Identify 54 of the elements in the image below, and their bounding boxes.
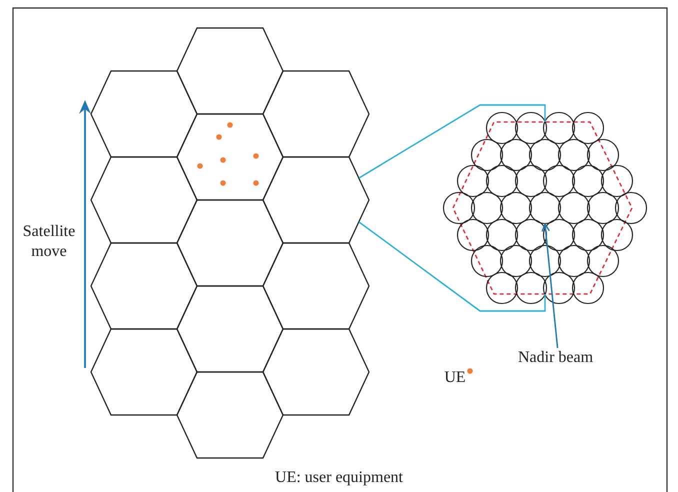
- beam-circle: [486, 165, 518, 198]
- beam-circle: [500, 192, 532, 224]
- hex-cell: [91, 71, 197, 157]
- beam-circle: [457, 165, 489, 198]
- beam-circle: [558, 192, 590, 224]
- hex-cell: [91, 243, 197, 329]
- caption: UE: user equipment: [274, 468, 404, 488]
- beam-circle: [471, 138, 504, 171]
- beam-circle: [514, 165, 547, 198]
- beam-circle: [543, 218, 576, 251]
- beam-circle: [471, 245, 504, 278]
- beam-circle: [572, 218, 604, 251]
- hex-cell: [263, 71, 369, 157]
- beam-circle: [529, 138, 561, 171]
- beam-circle: [601, 165, 633, 198]
- beam-circle: [514, 218, 547, 251]
- beam-circle: [486, 218, 518, 251]
- beam-circle: [558, 245, 590, 278]
- beam-circle: [529, 192, 561, 224]
- nadir-beam-label: Nadir beam: [518, 348, 594, 368]
- hex-cell: [263, 243, 369, 329]
- beam-circle: [486, 272, 518, 304]
- beam-circle: [615, 192, 648, 224]
- beam-circle: [586, 138, 619, 171]
- direction-label: Satellite move: [22, 222, 76, 262]
- beam-circle: [601, 218, 633, 251]
- beam-circle: [572, 112, 604, 144]
- beam-circle: [514, 272, 547, 304]
- beam-circle: [543, 272, 576, 304]
- beam-cluster-hexagon: [440, 110, 650, 306]
- beam-circle: [586, 192, 619, 224]
- zoom-line: [358, 104, 546, 179]
- beam-circle: [457, 218, 489, 251]
- ue-label: UE: [443, 368, 467, 388]
- hex-cell: [91, 329, 197, 415]
- leader-arrow: [541, 223, 558, 348]
- zoom-line: [358, 221, 546, 312]
- beam-circle: [442, 192, 475, 224]
- hex-cell: [91, 157, 197, 243]
- beam-circle: [514, 112, 547, 144]
- beam-circle: [586, 245, 619, 278]
- beam-circle: [529, 245, 561, 278]
- hex-cell: [177, 372, 283, 458]
- beam-circle: [558, 138, 590, 171]
- beam-circle: [543, 112, 576, 144]
- beam-circle: [471, 192, 504, 224]
- hex-cell: [263, 157, 369, 243]
- beam-circle: [500, 138, 532, 171]
- beam-circle: [572, 272, 604, 304]
- beam-circle: [500, 245, 532, 278]
- beam-circle: [572, 165, 604, 198]
- hex-cell: [263, 329, 369, 415]
- beam-circle: [543, 165, 576, 198]
- beam-circle: [486, 112, 518, 144]
